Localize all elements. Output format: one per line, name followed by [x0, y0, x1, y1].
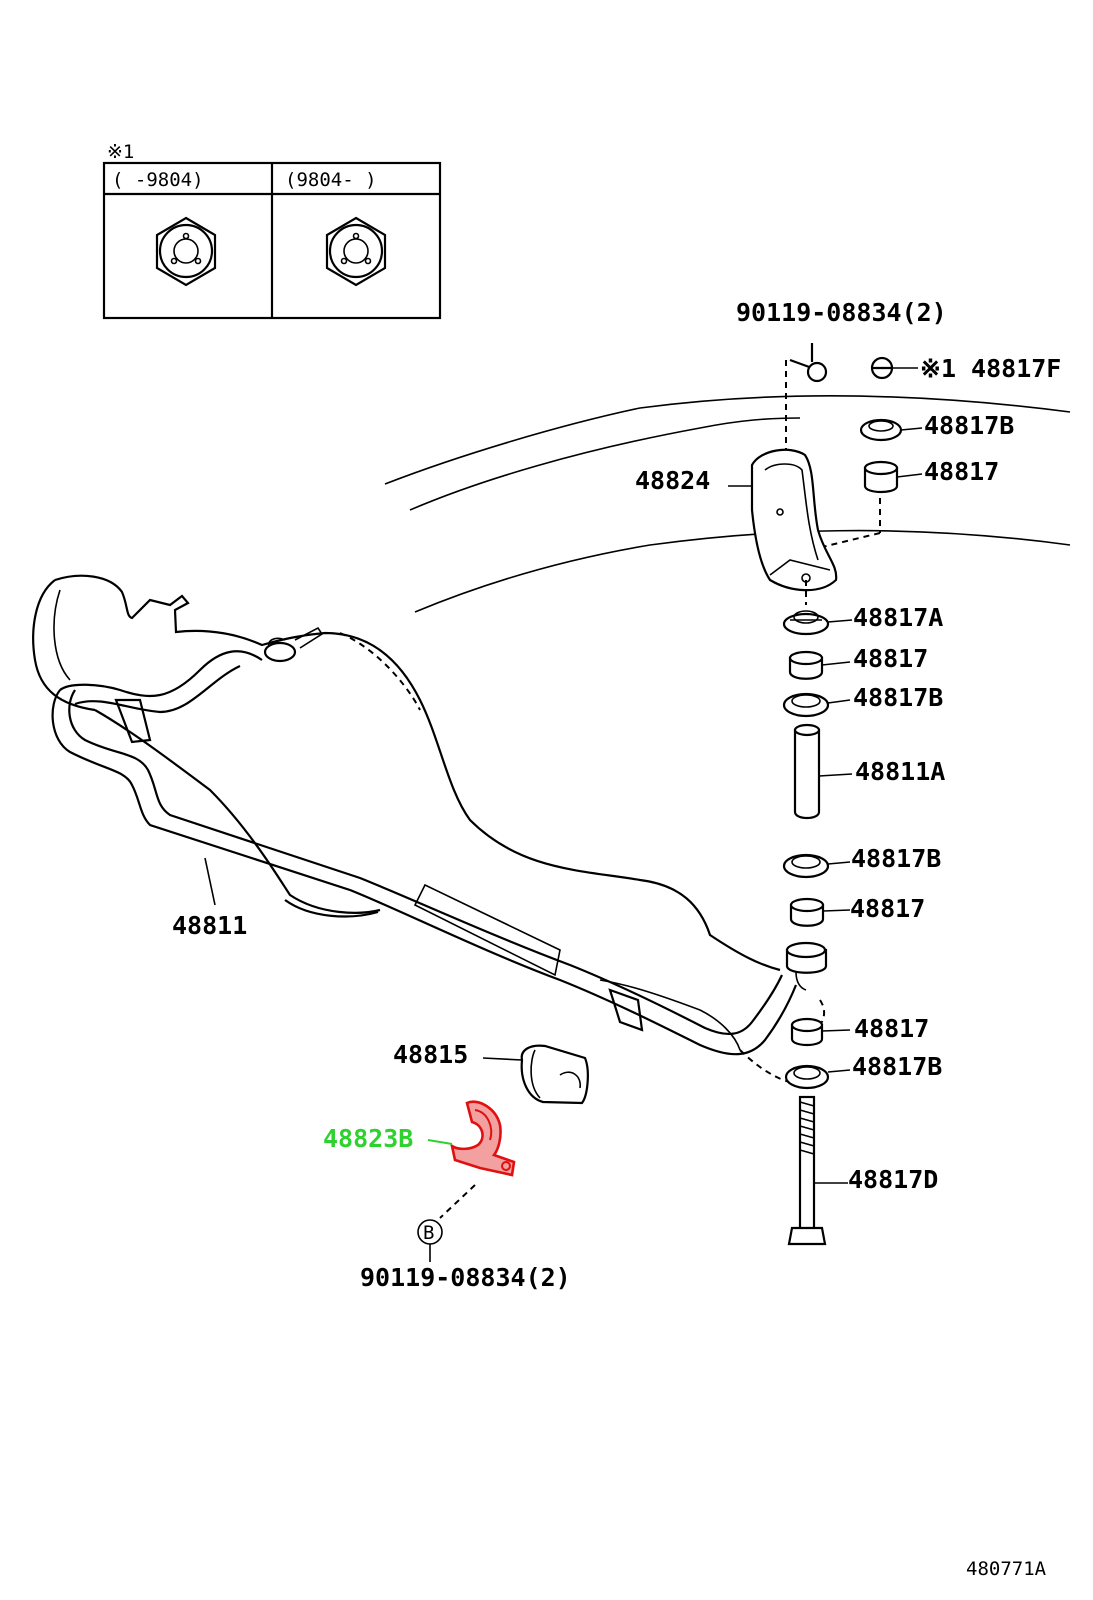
retainer-washer	[782, 853, 851, 879]
retainer-washer	[782, 692, 851, 718]
label-bolt-bottom: 90119-08834(2)	[360, 1263, 571, 1292]
link-bolt	[787, 1095, 848, 1246]
label-retainer-4: 48817B	[852, 1052, 942, 1081]
retainer-washer	[784, 1064, 851, 1090]
label-stabilizer-bar: 48811	[172, 911, 247, 940]
bushing	[788, 650, 851, 680]
label-link-bolt: 48817D	[848, 1165, 938, 1194]
label-bracket: 48824	[635, 466, 710, 495]
inset-col-left: ( -9804)	[112, 169, 204, 191]
hex-nut-icon	[325, 216, 387, 287]
part-labels: 90119-08834(2) ※1 48817F 48817B 48817 48…	[172, 298, 1061, 1580]
label-bracket-highlight: 48823B	[323, 1124, 413, 1153]
label-cushion-a: 48817A	[853, 603, 943, 632]
label-collar: 48811A	[855, 757, 945, 786]
nut-icon	[870, 356, 918, 380]
inset-col-right: (9804- )	[285, 169, 377, 191]
callout-b: B	[417, 1219, 443, 1262]
inset-mark: ※1	[107, 141, 134, 163]
label-bushing-4: 48817	[854, 1014, 929, 1043]
label-bushing-3: 48817	[850, 894, 925, 923]
stabilizer-bushing	[482, 1044, 589, 1105]
label-stabilizer-bushing: 48815	[393, 1040, 468, 1069]
top-bolt	[789, 343, 828, 383]
label-bushing-top: 48817	[924, 457, 999, 486]
bushing	[790, 1017, 851, 1047]
callout-b-letter: B	[423, 1222, 434, 1244]
label-bolt-top: 90119-08834(2)	[736, 298, 947, 327]
bracket-48823b-highlight	[427, 1100, 516, 1177]
label-retainer-top: 48817B	[924, 411, 1014, 440]
bushing	[789, 897, 851, 927]
hex-nut-icon	[155, 216, 217, 287]
body-outline	[384, 394, 1071, 613]
label-retainer-3: 48817B	[851, 844, 941, 873]
cushion	[782, 610, 853, 636]
inset-table: ※1 ( -9804) (9804- )	[102, 141, 442, 320]
label-bushing-2: 48817	[853, 644, 928, 673]
label-nut-top: ※1 48817F	[920, 354, 1061, 383]
stabilizer-bar-48811	[51, 650, 798, 1056]
label-diagram-id: 480771A	[966, 1558, 1047, 1580]
label-retainer-2: 48817B	[853, 683, 943, 712]
bushing	[863, 460, 923, 494]
link-head	[785, 941, 828, 991]
bracket-48824	[728, 448, 838, 592]
collar	[793, 723, 853, 820]
retainer-washer	[859, 418, 923, 442]
engine-outline	[32, 574, 826, 1083]
